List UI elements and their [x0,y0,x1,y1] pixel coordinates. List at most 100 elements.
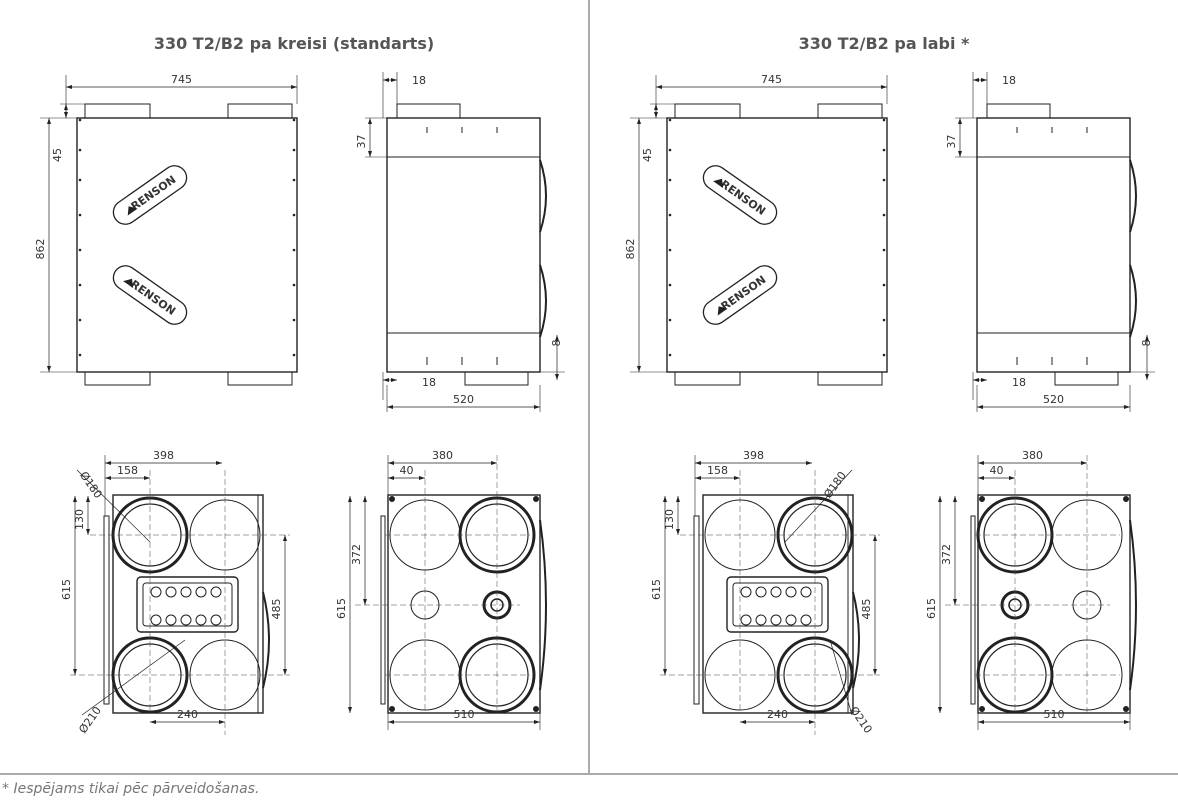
dimension-label: 745 [761,73,782,86]
dimension-label: 380 [432,449,453,462]
connector-port [195,614,207,626]
dimension-label: Ø210 [847,704,875,736]
dimension-label: Ø210 [76,704,104,736]
duct-stub [817,103,883,119]
drawing-panel-left: RENSONRENSON7454586218378185203981581306… [34,72,565,736]
duct-stub [84,103,151,119]
duct-stub [464,371,529,386]
connector-port [740,614,752,626]
dimension-label: Ø180 [821,469,849,501]
arrow [64,104,68,118]
screw [78,318,82,322]
corner-screw [979,706,985,712]
dimension-label: 615 [650,579,663,600]
connector-port [785,586,797,598]
connector-port [740,586,752,598]
unit-body [702,494,854,714]
corner-screw [533,706,539,712]
dimension-label: 158 [117,464,138,477]
house-icon [717,306,728,316]
connector-port [755,614,767,626]
screw [292,213,296,217]
unit-body [112,494,264,714]
screw [78,178,82,182]
dimension-label: 615 [335,598,348,619]
corner-screw [1123,496,1129,502]
screw [668,118,672,122]
dimension-label: 158 [707,464,728,477]
screw [292,353,296,357]
connector-port [180,614,192,626]
duct-stub [986,103,1051,119]
screw [882,283,886,287]
dimension-label: 8 [1140,340,1153,347]
screw [668,178,672,182]
connector-port [165,614,177,626]
house-icon [127,206,138,216]
corner-screw [979,496,985,502]
screw [78,353,82,357]
line [76,469,151,543]
screw [78,283,82,287]
dimension-label: 45 [51,148,64,162]
screw [668,148,672,152]
dimension-label: 485 [860,599,873,620]
arrow [383,378,397,382]
duct-stub [84,371,151,386]
connector-port [210,614,222,626]
dimension-label: 745 [171,73,192,86]
drawing-panel-right: RENSONRENSON7454586218378185203981581306… [624,72,1155,736]
footer-divider [0,773,1178,775]
footnote: * Iespējams tikai pēc pārveidošanas. [2,781,260,797]
connector-port [150,614,162,626]
arrow [654,104,658,118]
unit-body [386,117,541,373]
dimension-label: 372 [940,544,953,565]
unit-body [387,494,541,714]
dimension-label: 45 [641,148,654,162]
dimension-label: 520 [1043,393,1064,406]
line [81,639,186,716]
dimension-label: 40 [400,464,414,477]
dimension-label: 40 [990,464,1004,477]
control-panel-inner [732,582,823,627]
side-rail [970,515,976,705]
screw [668,283,672,287]
control-panel-inner [142,582,233,627]
screw [882,178,886,182]
arrow [973,78,987,82]
dimension-label: 615 [60,579,73,600]
arrow [383,78,397,82]
duct-stub [396,103,461,119]
connector-port [770,586,782,598]
dimension-label: 520 [453,393,474,406]
duct-stub [227,103,293,119]
connector-port [195,586,207,598]
logo-capsule [702,165,778,225]
fan-bulge [539,264,547,338]
dimension-label: 372 [350,544,363,565]
dimension-label: 18 [412,74,426,87]
screw [882,248,886,252]
dimension-label: 37 [945,135,958,149]
corner-screw [389,496,395,502]
corner-screw [533,496,539,502]
connector-port [785,614,797,626]
fan-bulge [852,591,860,689]
dimension-label: 398 [153,449,174,462]
control-panel [726,576,829,633]
technical-drawings: RENSONRENSON7454586218378185203981581306… [34,72,1155,736]
connector-port [800,586,812,598]
fan-bulge [1129,519,1137,691]
duct-stub [1054,371,1119,386]
dimension-label: 615 [925,598,938,619]
dimension-label: 18 [1002,74,1016,87]
dimension-label: 485 [270,599,283,620]
side-rail [103,515,110,705]
renson-logo: RENSON [112,165,188,225]
connector-port [210,586,222,598]
